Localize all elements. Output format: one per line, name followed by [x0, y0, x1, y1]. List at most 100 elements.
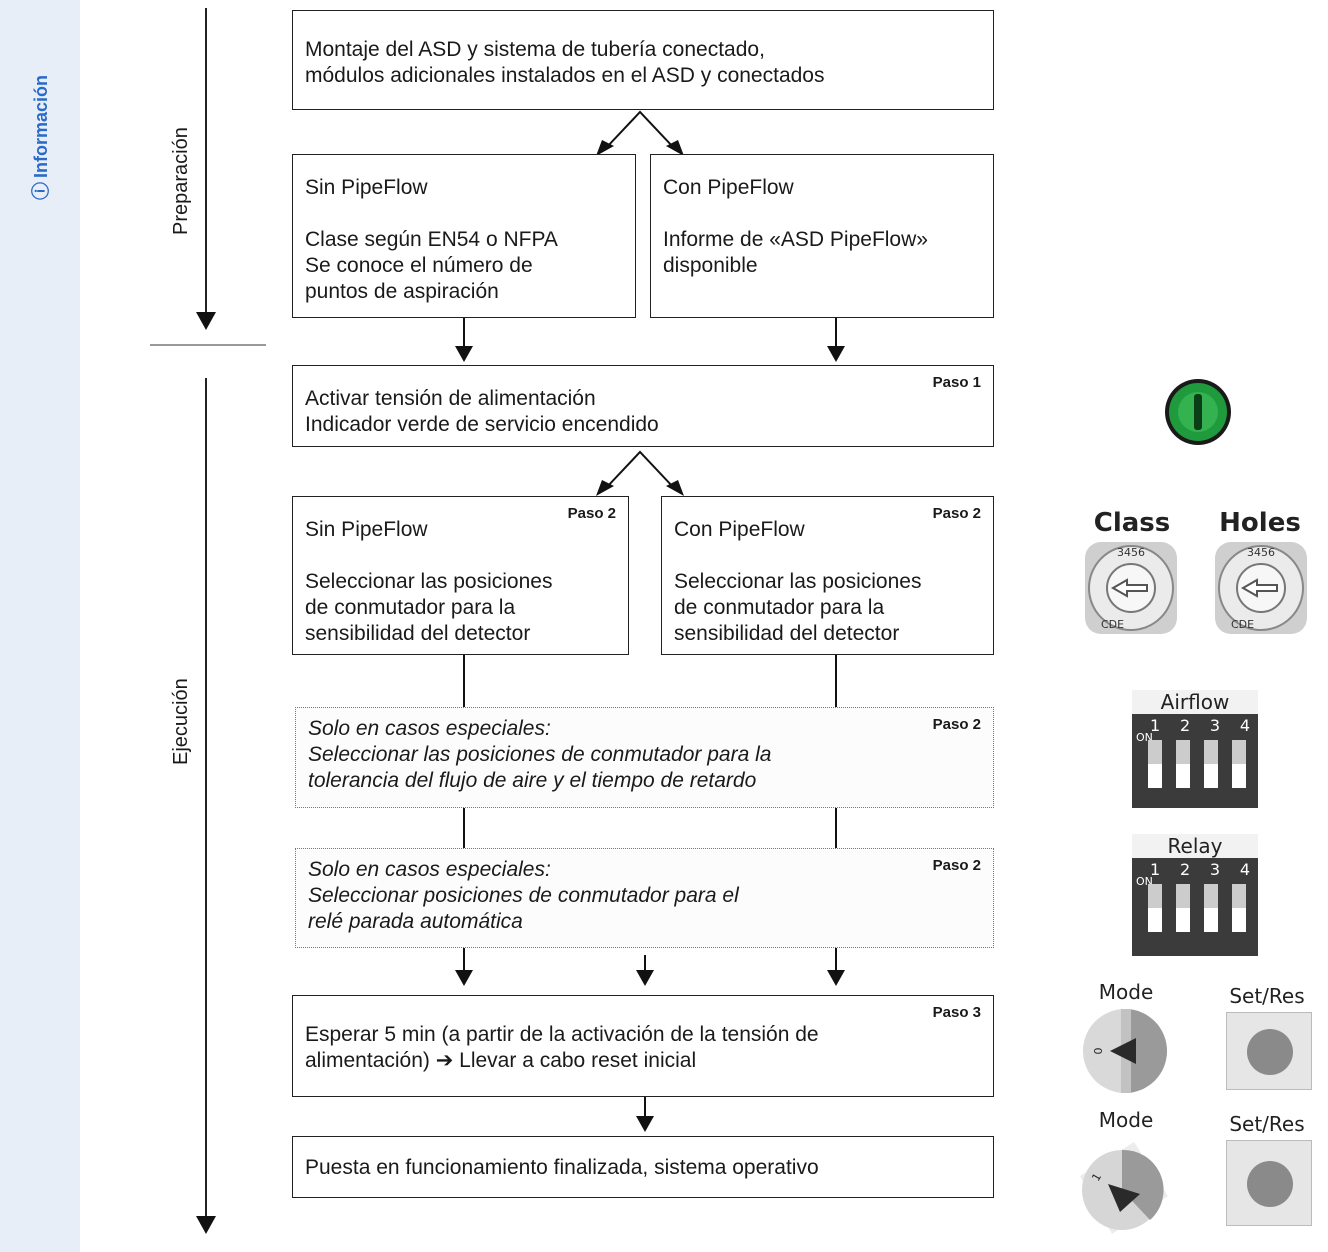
step-badge: Paso 2 [567, 505, 616, 522]
box-spacer [663, 201, 981, 227]
step-badge: Paso 1 [932, 374, 981, 391]
mode-switch-1-label: Mode [1098, 980, 1154, 1004]
dip-position-label: 3 [1209, 716, 1221, 735]
box-line: módulos adicionales instalados en el ASD… [305, 64, 825, 88]
dip-toggle[interactable] [1204, 740, 1218, 788]
split-arrowhead-left-2 [596, 480, 614, 496]
svg-text:CDE: CDE [1231, 618, 1254, 631]
box-line: Clase según EN54 o NFPA [305, 228, 558, 252]
button-cap [1247, 1161, 1293, 1207]
step-badge: Paso 2 [932, 857, 981, 874]
step-badge: Paso 2 [932, 505, 981, 522]
svg-text:CDE: CDE [1101, 618, 1124, 631]
dip-toggle[interactable] [1204, 884, 1218, 932]
box-spacer [305, 201, 623, 227]
arrowhead-step3-left [455, 970, 473, 986]
dip-toggle[interactable] [1232, 740, 1246, 788]
dip-body: ON 1 2 3 4 [1132, 714, 1258, 808]
arrowhead-prep-right [827, 346, 845, 362]
split-arrowhead-left [596, 140, 614, 156]
box-prep-with-pipeflow: Con PipeFlow Informe de «ASD PipeFlow» d… [650, 154, 994, 318]
box-step1: Paso 1 Activar tensión de alimentación I… [292, 365, 994, 447]
split-arrow-prep [605, 110, 675, 149]
phase-arrowhead-execution [196, 1216, 216, 1234]
set-res-button-2[interactable] [1226, 1140, 1312, 1226]
arrowhead-prep-left [455, 346, 473, 362]
box-line: Puesta en funcionamiento finalizada, sis… [305, 1156, 819, 1179]
rotary-pointer-icon [1110, 1038, 1136, 1064]
set-res-button-1-label: Set/Res [1229, 984, 1305, 1008]
box-line: Con PipeFlow [674, 518, 805, 541]
dip-toggle[interactable] [1176, 740, 1190, 788]
dip-toggle[interactable] [1148, 740, 1162, 788]
svg-text:3456: 3456 [1247, 546, 1275, 559]
arrowhead-step3-right [827, 970, 845, 986]
dip-position-label: 2 [1179, 716, 1191, 735]
box-line: Solo en casos especiales: [308, 858, 551, 881]
split-arrow-step1 [605, 450, 675, 489]
step-badge: Paso 2 [932, 716, 981, 733]
box-line: de conmutador para la [305, 596, 516, 620]
box-line: relé parada automática [308, 910, 523, 934]
step-badge: Paso 3 [932, 1004, 981, 1021]
holes-switch-label: Holes [1219, 508, 1301, 538]
phase-arrowhead-preparation [196, 312, 216, 330]
box-line: disponible [663, 254, 758, 278]
relay-dip-switch[interactable]: Relay ON 1 2 3 4 [1132, 834, 1258, 956]
dip-position-label: 1 [1150, 716, 1161, 735]
box-line: Solo en casos especiales: [308, 717, 551, 740]
box-line: Sin PipeFlow [305, 176, 428, 199]
box-line: Seleccionar las posiciones [674, 570, 922, 594]
box-step2-relay: Paso 2 Solo en casos especiales: Selecci… [295, 848, 994, 948]
box-line: de conmutador para la [674, 596, 885, 620]
dip-on-label: ON [1136, 731, 1153, 744]
rotary-pointer-icon [1110, 578, 1148, 598]
dip-body: ON 1 2 3 4 [1132, 858, 1258, 956]
box-spacer [305, 543, 616, 569]
dip-position-labels: 1 2 3 4 [1150, 860, 1250, 879]
arrowhead-step3-mid [636, 970, 654, 986]
box-step2-airflow: Paso 2 Solo en casos especiales: Selecci… [295, 707, 994, 808]
airflow-dip-label: Airflow [1132, 690, 1258, 714]
box-line: Activar tensión de alimentación [305, 387, 596, 410]
box-step3: Paso 3 Esperar 5 min (a partir de la act… [292, 995, 994, 1097]
box-mounting: Montaje del ASD y sistema de tubería con… [292, 10, 994, 110]
box-line: Seleccionar posiciones de conmutador par… [308, 884, 739, 908]
dip-toggle[interactable] [1148, 884, 1162, 932]
box-line: Seleccionar las posiciones de conmutador… [308, 743, 772, 767]
box-line: Se conoce el número de [305, 254, 533, 278]
dip-on-label: ON [1136, 875, 1153, 888]
power-led-icon [1165, 379, 1231, 445]
box-line: Con PipeFlow [663, 176, 794, 199]
box-step2-with-pipeflow: Paso 2 Con PipeFlow Seleccionar las posi… [661, 496, 994, 655]
relay-dip-label: Relay [1132, 834, 1258, 858]
box-line: sensibilidad del detector [674, 622, 900, 646]
box-final: Puesta en funcionamiento finalizada, sis… [292, 1136, 994, 1198]
box-prep-without-pipeflow: Sin PipeFlow Clase según EN54 o NFPA Se … [292, 154, 636, 318]
box-line: Indicador verde de servicio encendido [305, 413, 659, 437]
box-line: sensibilidad del detector [305, 622, 531, 646]
dip-position-label: 4 [1239, 716, 1250, 735]
dip-toggle[interactable] [1176, 884, 1190, 932]
box-line: Informe de «ASD PipeFlow» [663, 228, 928, 252]
box-line: alimentación) ➔ Llevar a cabo reset inic… [305, 1049, 697, 1073]
set-res-button-2-label: Set/Res [1229, 1112, 1305, 1136]
set-res-button-1[interactable] [1226, 1012, 1312, 1090]
arrowhead-final [636, 1116, 654, 1132]
dip-toggle[interactable] [1232, 884, 1246, 932]
rotary-pointer-icon [1240, 578, 1278, 598]
dip-position-label: 4 [1239, 860, 1250, 879]
box-line: tolerancia del flujo de aire y el tiempo… [308, 769, 757, 793]
airflow-dip-switch[interactable]: Airflow ON 1 2 3 4 [1132, 690, 1258, 808]
mode-rotary-switch-1[interactable]: 0 [1080, 1008, 1170, 1094]
box-line: Seleccionar las posiciones [305, 570, 553, 594]
class-rotary-switch[interactable]: 3456 CDE [1085, 542, 1177, 634]
mode-rotary-switch-2[interactable]: 1 [1072, 1138, 1170, 1238]
box-spacer [674, 543, 981, 569]
holes-rotary-switch[interactable]: 3456 CDE [1215, 542, 1307, 634]
box-line: puntos de aspiración [305, 280, 499, 304]
button-cap [1247, 1029, 1293, 1075]
split-arrowhead-right-2 [666, 480, 684, 496]
dip-position-labels: 1 2 3 4 [1150, 716, 1250, 735]
